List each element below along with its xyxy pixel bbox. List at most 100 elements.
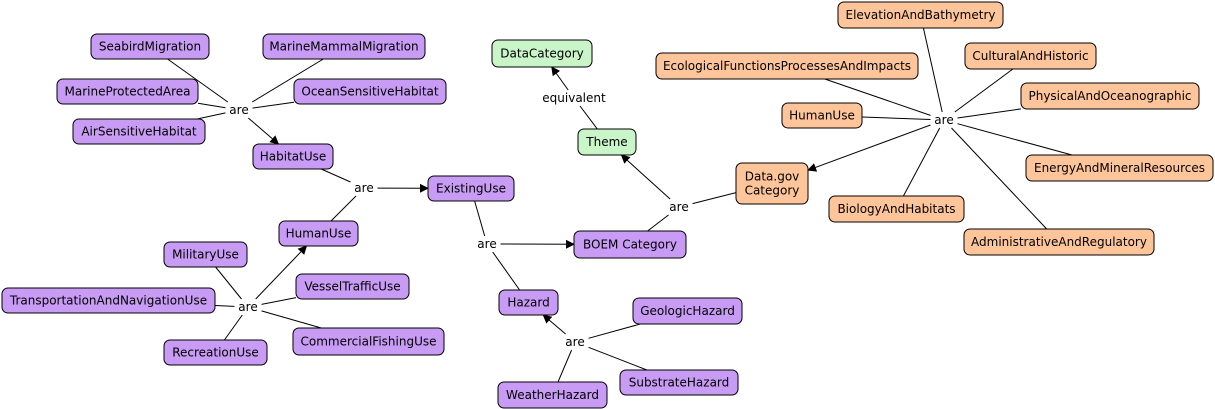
concept-cultural[interactable]: CulturalAndHistoric xyxy=(964,42,1097,70)
concept-box xyxy=(577,128,637,156)
connector-vessel-to-human_are xyxy=(261,297,297,305)
linking-phrase-human-are: are xyxy=(238,300,257,314)
concept-recreation[interactable]: RecreationUse xyxy=(163,339,268,366)
concept-label: DataCategory xyxy=(500,47,583,61)
connector-datagov-to-theme_are xyxy=(692,192,737,205)
concept-box xyxy=(1,287,216,314)
concept-label: ElevationAndBathymetry xyxy=(846,8,996,22)
concept-box xyxy=(963,228,1155,256)
concept-box xyxy=(295,273,410,300)
linking-phrase-existing-are: are xyxy=(354,181,373,195)
concept-box xyxy=(293,78,447,105)
connector-physical-to-datagov_are xyxy=(957,108,1022,119)
arrow-habitat_are-to-habitat_use xyxy=(247,117,280,145)
connector-recreation-to-human_are xyxy=(223,314,243,341)
concept-label: Theme xyxy=(585,135,627,149)
connector-elevation-to-datagov_are xyxy=(922,27,943,113)
connector-boem-to-theme_are xyxy=(647,214,669,232)
concept-elevation[interactable]: ElevationAndBathymetry xyxy=(837,1,1004,29)
connector-biology-to-datagov_are xyxy=(902,127,941,197)
concept-label: CommercialFishingUse xyxy=(301,335,437,349)
concept-human-use-right[interactable]: HumanUse xyxy=(781,102,863,129)
concept-label: WeatherHazard xyxy=(506,388,599,402)
connector-human_use_right-to-datagov_are xyxy=(861,116,931,120)
concept-label: BiologyAndHabitats xyxy=(837,202,955,216)
concept-marine-mammal[interactable]: MarineMammalMigration xyxy=(262,33,426,60)
concept-physical[interactable]: PhysicalAndOceanographic xyxy=(1020,82,1200,110)
arrow-datagov_are-to-datagov xyxy=(807,124,931,172)
concept-weather[interactable]: WeatherHazard xyxy=(497,381,608,409)
concept-label: AdministrativeAndRegulatory xyxy=(971,235,1147,249)
concept-label: Hazard xyxy=(507,296,549,310)
connector-existing_use-to-boem_are xyxy=(474,200,486,237)
arrow-human_are-to-human_use_left xyxy=(255,245,308,300)
concept-label: EcologicalFunctionsProcessesAndImpacts xyxy=(663,59,911,73)
concept-seabird[interactable]: SeabirdMigration xyxy=(90,33,210,60)
concept-human-use-left[interactable]: HumanUse xyxy=(278,220,359,247)
concept-label: VesselTrafficUse xyxy=(304,280,400,294)
concept-box xyxy=(72,118,206,145)
connector-hazard-to-boem_are xyxy=(492,251,521,291)
concept-substrate[interactable]: SubstrateHazard xyxy=(619,369,739,396)
connector-administrative-to-datagov_are xyxy=(951,127,1048,230)
linking-phrase-equivalent: equivalent xyxy=(542,91,606,105)
concept-biology[interactable]: BiologyAndHabitats xyxy=(828,195,965,223)
concept-label: HabitatUse xyxy=(260,150,327,164)
concept-energy[interactable]: EnergyAndMineralResources xyxy=(1025,154,1214,182)
arrow-hazard_are-to-hazard xyxy=(542,314,566,335)
concept-box xyxy=(292,327,445,356)
concept-label: AirSensitiveHabitat xyxy=(81,125,197,139)
concept-box xyxy=(262,33,426,60)
connector-energy-to-datagov_are xyxy=(957,123,1073,156)
concept-geologic[interactable]: GeologicHazard xyxy=(632,297,743,325)
concept-label: HumanUse xyxy=(286,227,352,241)
connector-ecological-to-datagov_are xyxy=(824,78,931,116)
concept-habitat-use[interactable]: HabitatUse xyxy=(252,143,334,170)
concept-box xyxy=(90,33,210,60)
concept-label: PhysicalAndOceanographic xyxy=(1028,89,1191,103)
concept-vessel[interactable]: VesselTrafficUse xyxy=(295,273,410,300)
concept-boem[interactable]: BOEM Category xyxy=(573,230,687,259)
connector-military-to-human_are xyxy=(215,266,242,300)
linking-phrase-theme-are: are xyxy=(669,200,688,214)
concept-transportation[interactable]: TransportationAndNavigationUse xyxy=(1,287,216,314)
concept-military[interactable]: MilitaryUse xyxy=(163,241,248,268)
concept-label: BOEM Category xyxy=(583,238,677,252)
connector-habitat_use-to-existing_are xyxy=(320,168,351,183)
concept-label: HumanUse xyxy=(789,109,855,123)
connector-transportation-to-human_are xyxy=(214,305,235,307)
concept-commercial-fishing[interactable]: CommercialFishingUse xyxy=(292,327,445,356)
concept-label: MarineProtectedArea xyxy=(64,85,190,99)
connector-marine_mammal-to-habitat_are xyxy=(251,58,324,103)
concept-existing-use[interactable]: ExistingUse xyxy=(427,175,515,202)
concept-label: MilitaryUse xyxy=(172,248,239,262)
concept-air-sensitive[interactable]: AirSensitiveHabitat xyxy=(72,118,206,145)
concept-box xyxy=(837,1,1004,29)
connector-weather-to-hazard_are xyxy=(557,349,573,383)
connector-commercial_fishing-to-human_are xyxy=(261,310,322,329)
connector-human_use_left-to-existing_are xyxy=(330,195,357,222)
concept-ocean-sensitive[interactable]: OceanSensitiveHabitat xyxy=(293,78,447,105)
connector-layer xyxy=(167,27,1073,383)
connector-geologic-to-hazard_are xyxy=(588,323,641,339)
concept-box xyxy=(163,241,248,268)
concept-box xyxy=(498,289,559,316)
connector-ocean_sensitive-to-habitat_are xyxy=(252,101,295,109)
concept-theme[interactable]: Theme xyxy=(577,128,637,156)
concept-ecological[interactable]: EcologicalFunctionsProcessesAndImpacts xyxy=(655,52,919,80)
concept-label: GeologicHazard xyxy=(640,304,735,318)
concept-box xyxy=(964,42,1097,70)
concept-hazard[interactable]: Hazard xyxy=(498,289,559,316)
connector-mpa-to-habitat_are xyxy=(197,102,226,109)
concept-box xyxy=(781,102,863,129)
concept-box xyxy=(735,162,809,205)
concept-box xyxy=(632,297,743,325)
concept-administrative[interactable]: AdministrativeAndRegulatory xyxy=(963,228,1155,256)
arrow-equivalent-to-data_category xyxy=(551,66,569,91)
concept-data-category[interactable]: DataCategory xyxy=(491,39,593,68)
concept-mpa[interactable]: MarineProtectedArea xyxy=(56,78,199,105)
concept-box xyxy=(491,39,593,68)
